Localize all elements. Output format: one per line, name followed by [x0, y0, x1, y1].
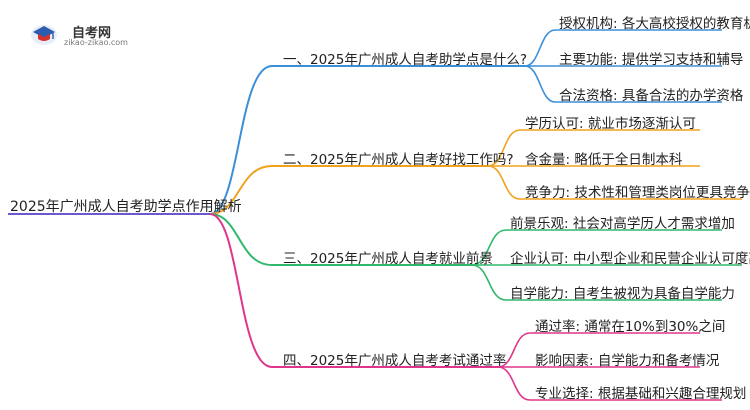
connector-branch-4: [209, 213, 273, 368]
leaf-4-3: 专业选择: 根据基础和兴趣合理规划: [535, 386, 747, 402]
leaf-3-2: 企业认可: 中小型企业和民营企业认可度高: [510, 251, 750, 267]
connector-branch-2: [209, 165, 273, 215]
leaf-3-3: 自学能力: 自考生被视为具备自学能力: [510, 286, 735, 302]
connector-leaf-1-3: [524, 65, 556, 103]
graduation-cap-icon: [31, 25, 57, 45]
leaf-4-2: 影响因素: 自学能力和备考情况: [535, 353, 720, 369]
leaf-1-2: 主要功能: 提供学习支持和辅导: [559, 52, 744, 68]
leaf-2-3: 竞争力: 技术性和管理类岗位更具竞争力: [525, 185, 750, 201]
leaf-3-1: 前景乐观: 社会对高学历人才需求增加: [510, 216, 735, 232]
leaf-1-1: 授权机构: 各大高校授权的教育机构: [559, 16, 750, 32]
connector-branch-1: [209, 65, 273, 215]
connector-branch-3: [209, 213, 273, 266]
site-logo: 自考网 zikao-zikao.com: [30, 22, 140, 48]
branch-1-label: 一、2025年广州成人自考助学点是什么?: [283, 52, 528, 68]
root-topic: 2025年广州成人自考助学点作用解析: [10, 199, 242, 215]
logo-title: 自考网: [72, 26, 112, 41]
connector-leaf-1-1: [524, 29, 556, 67]
leaf-2-2: 含金量: 略低于全日制本科: [525, 152, 683, 168]
leaf-1-3: 合法资格: 具备合法的办学资格: [559, 88, 744, 104]
branch-4-label: 四、2025年广州成人自考考试通过率: [283, 353, 507, 369]
leaf-4-1: 通过率: 通常在10%到30%之间: [535, 319, 726, 335]
logo-subtitle: zikao-zikao.com: [64, 38, 128, 47]
branch-3-label: 三、2025年广州成人自考就业前景: [283, 251, 493, 267]
leaf-2-1: 学历认可: 就业市场逐渐认可: [525, 116, 696, 132]
branch-2-label: 二、2025年广州成人自考好找工作吗?: [283, 152, 514, 168]
